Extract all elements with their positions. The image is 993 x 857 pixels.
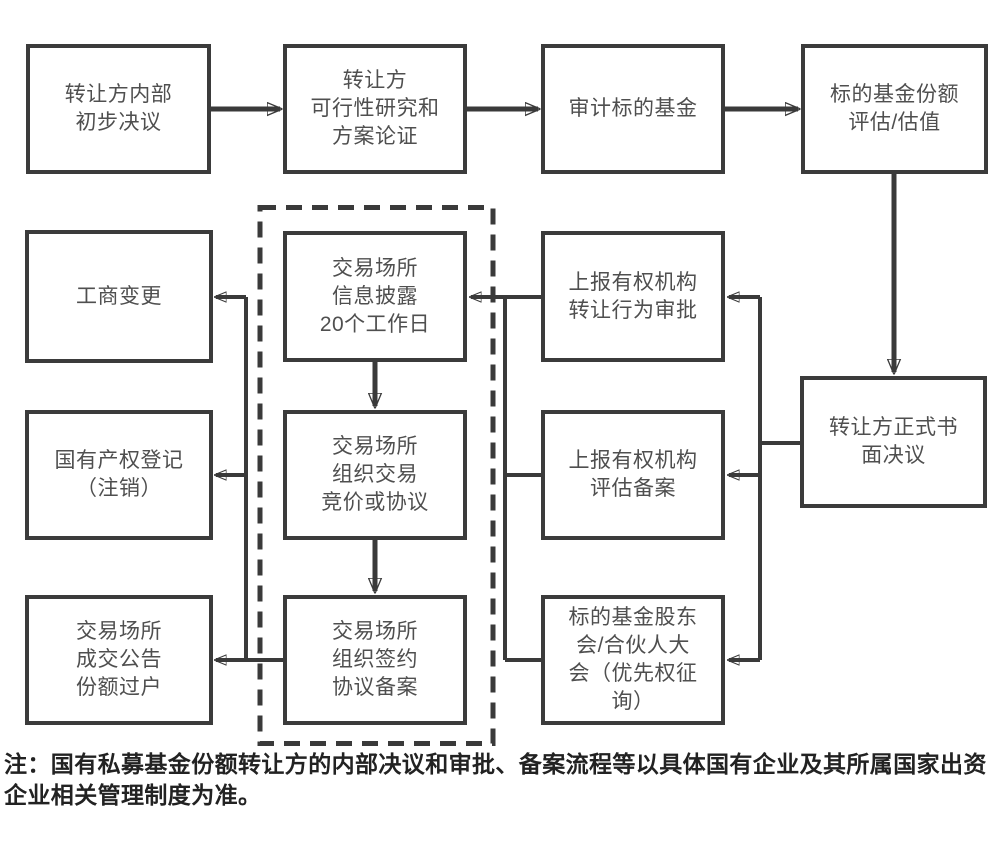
- box-valuation-filing: 上报有权机构 评估备案: [541, 410, 725, 540]
- box-organize-trading-label: 交易场所 组织交易 竞价或协议: [321, 435, 429, 514]
- box-internal-resolution-label: 转让方内部 初步决议: [64, 83, 173, 134]
- box-business-change-label: 工商变更: [76, 284, 162, 308]
- box-info-disclosure-label: 交易场所 信息披露 20个工作日: [319, 256, 431, 336]
- box-sign-filing: 交易场所 组织签约 协议备案: [283, 595, 467, 725]
- box-formal-resolution: 转让方正式书 面决议: [800, 376, 987, 508]
- box-organize-trading: 交易场所 组织交易 竞价或协议: [283, 410, 467, 540]
- box-share-valuation-label: 标的基金份额 评估/估值: [830, 83, 959, 134]
- box-formal-resolution-label: 转让方正式书 面决议: [829, 416, 958, 467]
- box-shareholder-meeting: 标的基金股东 会/合伙人大 会（优先权征 询）: [541, 595, 725, 725]
- footnote: 注：国有私募基金份额转让方的内部决议和审批、备案流程等以具体国有企业及其所属国家…: [4, 751, 987, 808]
- box-deal-announcement: 交易场所 成交公告 份额过户: [25, 595, 213, 725]
- box-state-property-registration: 国有产权登记 （注销）: [25, 410, 213, 540]
- box-feasibility-study-label: 转让方 可行性研究和 方案论证: [310, 69, 440, 148]
- box-feasibility-study: 转让方 可行性研究和 方案论证: [283, 44, 467, 174]
- box-share-valuation: 标的基金份额 评估/估值: [801, 44, 988, 174]
- box-audit-target-fund: 审计标的基金: [541, 44, 725, 174]
- box-business-change: 工商变更: [25, 230, 213, 363]
- box-sign-filing-label: 交易场所 组织签约 协议备案: [332, 620, 418, 699]
- box-audit-target-fund-label: 审计标的基金: [568, 97, 698, 120]
- box-shareholder-meeting-label: 标的基金股东 会/合伙人大 会（优先权征 询）: [568, 606, 698, 713]
- box-info-disclosure: 交易场所 信息披露 20个工作日: [283, 231, 467, 362]
- box-approval-report-label: 上报有权机构 转让行为审批: [568, 270, 698, 322]
- box-state-property-registration-label: 国有产权登记 （注销）: [54, 449, 184, 500]
- box-valuation-filing-label: 上报有权机构 评估备案: [568, 449, 698, 500]
- box-deal-announcement-label: 交易场所 成交公告 份额过户: [76, 620, 162, 699]
- box-internal-resolution: 转让方内部 初步决议: [26, 44, 211, 174]
- box-approval-report: 上报有权机构 转让行为审批: [541, 231, 725, 362]
